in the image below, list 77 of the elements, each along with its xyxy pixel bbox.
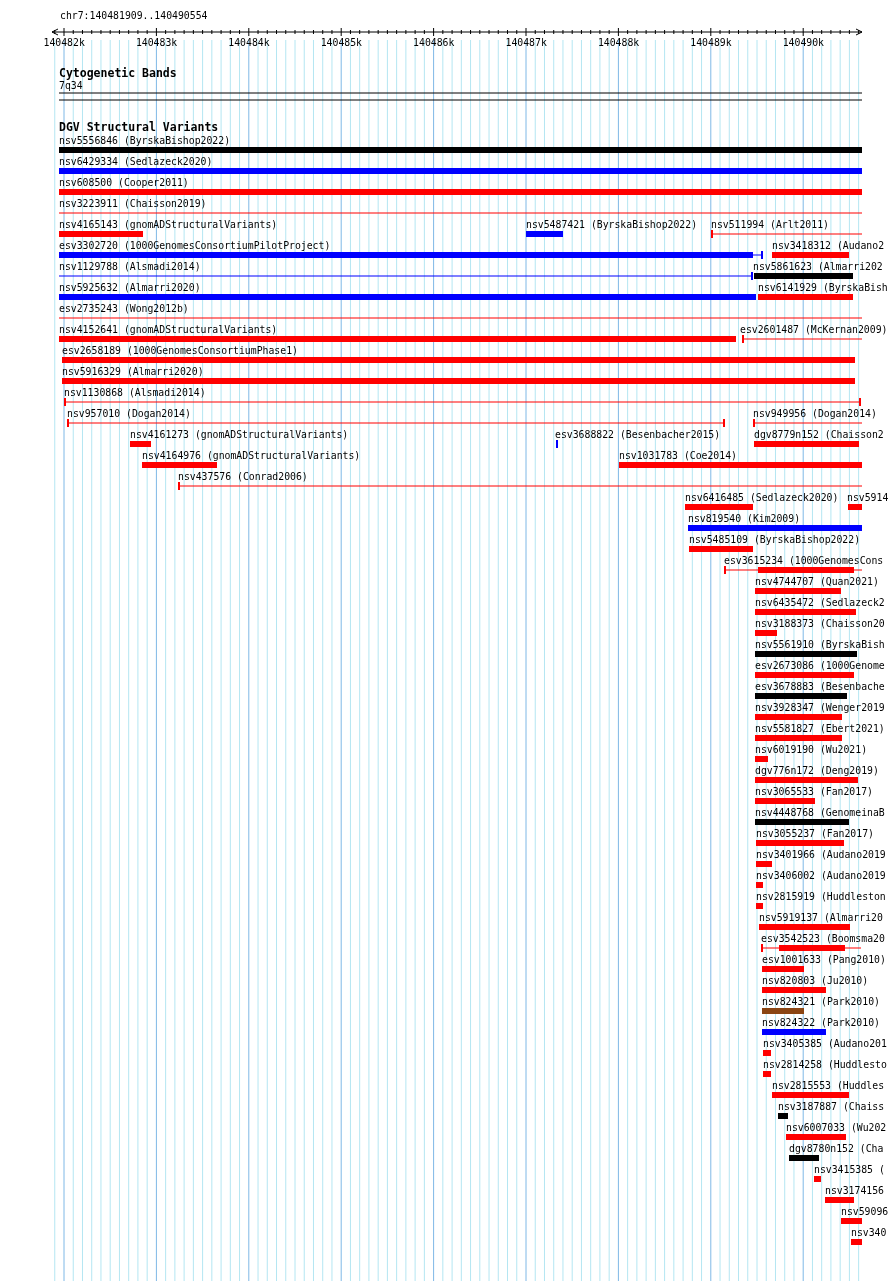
variant-label: nsv2815919 (Huddleston bbox=[756, 891, 886, 902]
variant-label: nsv957010 (Dogan2014) bbox=[67, 408, 191, 419]
variant-label: nsv2814258 (Huddlesto bbox=[763, 1059, 887, 1070]
tick-label: 140484k bbox=[228, 37, 270, 48]
variant-label: nsv3415385 ( bbox=[814, 1164, 885, 1175]
variant-label: nsv824321 (Park2010) bbox=[762, 996, 880, 1007]
variant-label: esv2735243 (Wong2012b) bbox=[59, 303, 189, 314]
variant-label: nsv608500 (Cooper2011) bbox=[59, 177, 189, 188]
variant-label: nsv3418312 (Audano2 bbox=[772, 240, 885, 251]
variant-label: nsv6141929 (ByrskaBish bbox=[758, 282, 888, 293]
variant-label: nsv3223911 (Chaisson2019) bbox=[59, 198, 207, 209]
variant-label: esv3678883 (Besenbache bbox=[755, 681, 885, 692]
variant-label: nsv3174156 bbox=[825, 1185, 884, 1196]
variant-label: nsv340 bbox=[851, 1227, 887, 1238]
variant-label: esv3302720 (1000GenomesConsortiumPilotProject) bbox=[59, 240, 331, 251]
variant-label: nsv3065533 (Fan2017) bbox=[755, 786, 873, 797]
variant-label: nsv437576 (Conrad2006) bbox=[178, 471, 308, 482]
variant-label: nsv6416485 (Sedlazeck2020) bbox=[685, 492, 839, 503]
variant-label: nsv820803 (Ju2010) bbox=[762, 975, 869, 986]
variant-label: nsv1129788 (Alsmadi2014) bbox=[59, 261, 201, 272]
variant-label: nsv3405385 (Audano201 bbox=[763, 1038, 887, 1049]
variant-label: nsv5914 bbox=[847, 492, 889, 503]
band-label: 7q34 bbox=[59, 80, 83, 91]
tick-label: 140488k bbox=[597, 37, 640, 48]
variant-label: nsv3188373 (Chaisson20 bbox=[755, 618, 885, 629]
variant-label: nsv5581827 (Ebert2021) bbox=[755, 723, 885, 734]
variant-label: dgv8780n152 (Cha bbox=[789, 1143, 884, 1154]
variant-label: nsv5556846 (ByrskaBishop2022) bbox=[59, 135, 231, 146]
variant-label: esv1001633 (Pang2010) bbox=[762, 954, 886, 965]
variant-label: dgv8779n152 (Chaisson2 bbox=[754, 429, 884, 440]
variant-label: nsv5861623 (Almarri202 bbox=[753, 261, 883, 272]
variant-label: nsv5919137 (Almarri20 bbox=[759, 912, 883, 923]
variant-label: nsv5485109 (ByrskaBishop2022) bbox=[689, 534, 861, 545]
track-title: Cytogenetic Bands bbox=[59, 67, 177, 79]
variant-label: nsv5916329 (Almarri2020) bbox=[62, 366, 204, 377]
variant-label: nsv1130868 (Alsmadi2014) bbox=[64, 387, 206, 398]
variant-label: nsv4744707 (Quan2021) bbox=[755, 576, 879, 587]
variant-label: nsv824322 (Park2010) bbox=[762, 1017, 880, 1028]
variant-label: nsv5487421 (ByrskaBishop2022) bbox=[526, 219, 698, 230]
variant-label: nsv3055237 (Fan2017) bbox=[756, 828, 874, 839]
variant-label: nsv6019190 (Wu2021) bbox=[755, 744, 868, 755]
variant-label: esv2673086 (1000Genome bbox=[755, 660, 885, 671]
variant-label: nsv59096 bbox=[841, 1206, 889, 1217]
tick-label: 140489k bbox=[690, 37, 732, 48]
track-title: DGV Structural Variants bbox=[59, 121, 219, 133]
variant-label: esv3688822 (Besenbacher2015) bbox=[555, 429, 721, 440]
variant-label: nsv4165143 (gnomADStructuralVariants) bbox=[59, 219, 278, 230]
variant-label: esv2658189 (1000GenomesConsortiumPhase1) bbox=[62, 345, 298, 356]
variant-label: nsv4448768 (GenomeinaB bbox=[755, 807, 885, 818]
locus-label: chr7:140481909..140490554 bbox=[60, 10, 208, 21]
variant-label: dgv776n172 (Deng2019) bbox=[755, 765, 879, 776]
variant-label: nsv4164976 (gnomADStructuralVariants) bbox=[142, 450, 361, 461]
variant-label: nsv6435472 (Sedlazeck2 bbox=[755, 597, 885, 608]
tick-label: 140485k bbox=[320, 37, 362, 48]
tick-label: 140487k bbox=[505, 37, 547, 48]
variant-label: nsv6429334 (Sedlazeck2020) bbox=[59, 156, 213, 167]
variant-label: nsv819540 (Kim2009) bbox=[688, 513, 801, 524]
variant-label: nsv3401966 (Audano2019 bbox=[756, 849, 886, 860]
variant-label: esv3615234 (1000GenomesCons bbox=[724, 555, 884, 566]
tick-label: 140486k bbox=[413, 37, 455, 48]
variant-label: esv3542523 (Boomsma20 bbox=[761, 933, 885, 944]
variant-label: nsv2815553 (Huddles bbox=[772, 1080, 885, 1091]
variant-label: nsv1031783 (Coe2014) bbox=[619, 450, 737, 461]
variant-label: nsv4152641 (gnomADStructuralVariants) bbox=[59, 324, 278, 335]
variant-label: nsv5561910 (ByrskaBish bbox=[755, 639, 885, 650]
variant-label: nsv3406002 (Audano2019 bbox=[756, 870, 886, 881]
variant-label: esv2601487 (McKernan2009) bbox=[740, 324, 888, 335]
variant-label: nsv5925632 (Almarri2020) bbox=[59, 282, 201, 293]
tick-label: 140483k bbox=[135, 37, 178, 48]
variant-label: nsv3187887 (Chaiss bbox=[778, 1101, 885, 1112]
variant-label: nsv511994 (Arlt2011) bbox=[711, 219, 829, 230]
variant-label: nsv4161273 (gnomADStructuralVariants) bbox=[130, 429, 349, 440]
variant-label: nsv3928347 (Wenger2019 bbox=[755, 702, 885, 713]
variant-label: nsv6007033 (Wu202 bbox=[786, 1122, 887, 1133]
tick-label: 140490k bbox=[782, 37, 824, 48]
variant-label: nsv949956 (Dogan2014) bbox=[753, 408, 877, 419]
tick-label: 140482k bbox=[43, 37, 85, 48]
